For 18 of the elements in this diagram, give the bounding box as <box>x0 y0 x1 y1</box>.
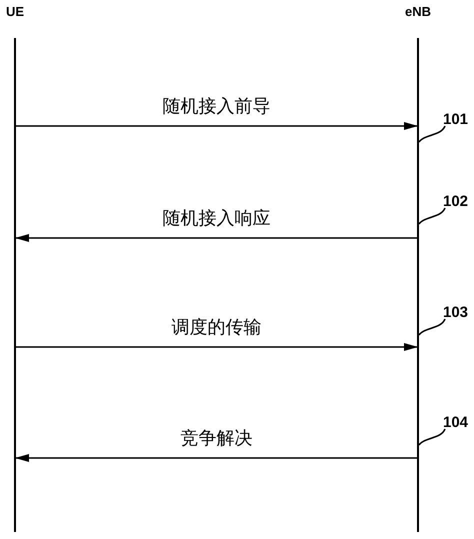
participant-label: UE <box>4 4 26 19</box>
leader-line <box>418 126 446 143</box>
callout-number: 102 <box>443 193 468 210</box>
callout-number: 101 <box>443 111 468 128</box>
leader-line <box>418 428 446 446</box>
edge-label: 竞争解决 <box>180 427 252 450</box>
message-arrow <box>15 454 417 462</box>
edge-label: 调度的传输 <box>172 316 262 339</box>
edge-label: 随机接入响应 <box>162 207 270 230</box>
message-arrow <box>16 343 418 351</box>
callout-number: 104 <box>443 414 468 431</box>
callout-number: 103 <box>443 304 468 321</box>
message-arrow <box>16 122 418 130</box>
leader-line <box>418 208 446 225</box>
message-arrow <box>15 234 417 242</box>
leader-line <box>418 318 446 336</box>
participant-label: eNB <box>404 4 432 19</box>
edge-label: 随机接入前导 <box>162 95 270 118</box>
